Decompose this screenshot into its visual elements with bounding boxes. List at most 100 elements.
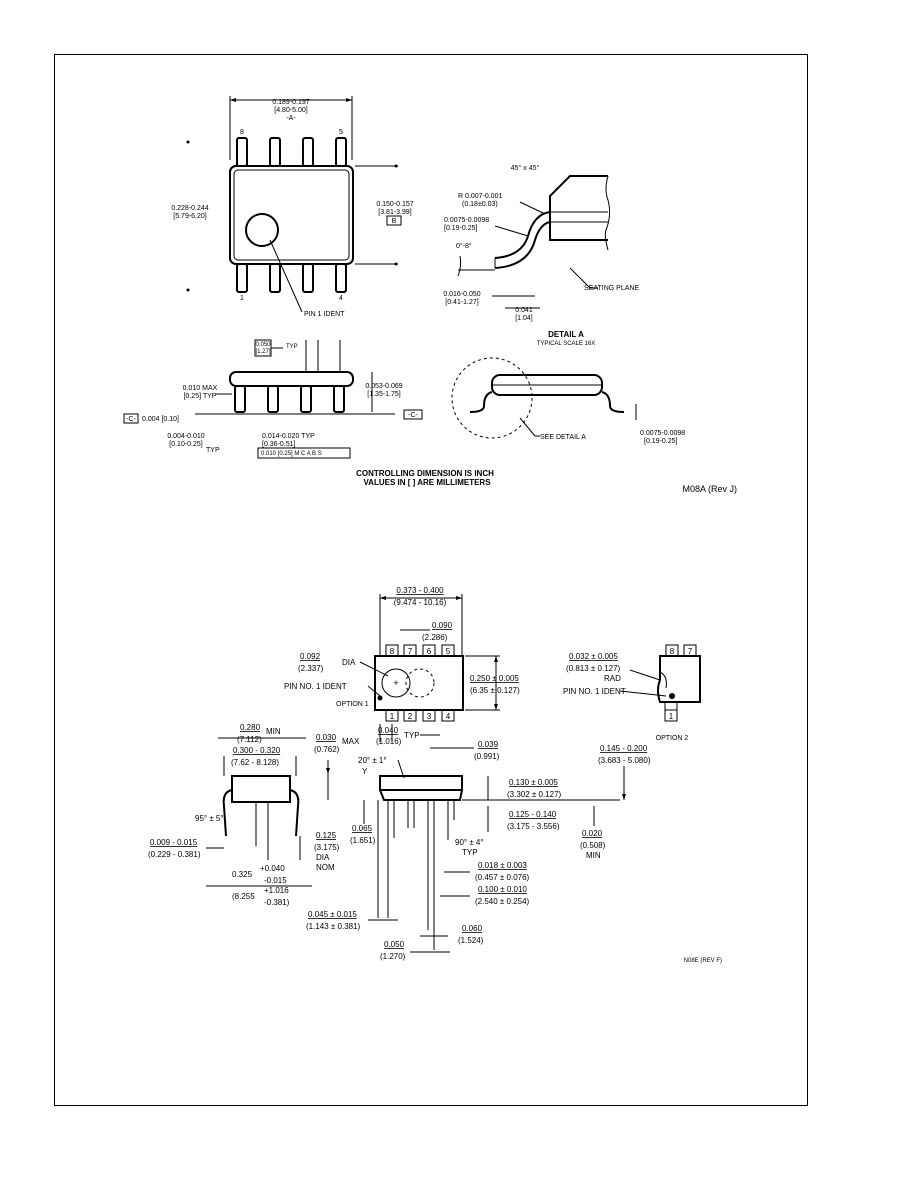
dip-span-325-mm-bot: -0.381) bbox=[264, 898, 290, 907]
side-typ: TYP bbox=[286, 344, 298, 350]
soic-detail-a: 45° x 45° R 0.007-0.001 (0.18±0.03) 0.00… bbox=[443, 164, 639, 347]
soic-datum-b: B bbox=[392, 218, 397, 225]
dip-option1: OPTION 1 bbox=[336, 701, 369, 708]
soic-left-dim: 0.228-0.244 bbox=[171, 205, 208, 212]
dip-angle-90: 90° ± 4° bbox=[455, 838, 484, 847]
dip-018-mm: (0.457 ± 0.076) bbox=[475, 873, 530, 882]
dip-end-280-mm: (7.112) bbox=[237, 735, 262, 744]
detail-thickness-dim-mm: [0.19-0.25] bbox=[444, 225, 478, 232]
dip-option2: 8 7 1 0.032 ± 0.005 (0.813 ± 0.127) RAD … bbox=[563, 644, 701, 742]
dip-050: 0.050 bbox=[384, 940, 405, 949]
dip-039-mm: (0.991) bbox=[474, 752, 500, 761]
dip-end-view: 0.280 MIN (7.112) 0.300 - 0.320 (7.62 - … bbox=[148, 723, 360, 907]
detail-thickness-dim: 0.0075-0.0098 bbox=[444, 217, 489, 224]
dip-typ: TYP bbox=[404, 731, 420, 740]
dip-side-view: 20° ± 1° Y 0.065 (1.651) 0.130 ± 0.005 (… bbox=[306, 744, 651, 961]
dip-span-325-mm: (8.255 bbox=[232, 892, 255, 901]
dip-065-mm: (1.651) bbox=[350, 836, 376, 845]
dip-lead-009-mm: (0.229 - 0.381) bbox=[148, 850, 201, 859]
dip-lead-009: 0.009 - 0.015 bbox=[150, 838, 198, 847]
dip-max-030: 0.030 bbox=[316, 733, 337, 742]
dip-039: 0.039 bbox=[478, 740, 499, 749]
note-values: VALUES IN [ ] ARE MILLIMETERS bbox=[363, 478, 491, 487]
dip-100: 0.100 ± 0.010 bbox=[478, 885, 527, 894]
side-lead-dim-mm: [0.36-0.51] bbox=[262, 441, 296, 448]
soic-pin-1: 1 bbox=[240, 295, 244, 302]
side-height-right: 0.053-0.069 bbox=[365, 383, 402, 390]
opt2-pin-7: 7 bbox=[688, 647, 693, 656]
soic-side-view: 0.050 [1.27] TYP 0.010 MAX [0.25] TYP -C… bbox=[123, 339, 423, 459]
dip-top-view: 0.373 - 0.400 (9.474 - 10.16) 0.090 (2.2… bbox=[284, 586, 520, 761]
side-pitch-box: 0.050 bbox=[255, 342, 271, 348]
end-dim: 0.0075-0.0098 bbox=[640, 430, 685, 437]
detail-subtitle: TYPICAL SCALE 16X bbox=[537, 341, 595, 347]
soic-top-view: 0.189-0.197 [4.80-5.00] -A- 8 5 1 4 0.22… bbox=[171, 96, 414, 318]
dip-top-width-mm: (9.474 - 10.16) bbox=[394, 598, 447, 607]
side-height-left-mm: [0.25] TYP bbox=[184, 393, 217, 400]
side-standoff: 0.004-0.010 bbox=[167, 433, 204, 440]
side-height-left: 0.010 MAX bbox=[183, 385, 218, 392]
dip-060-mm: (1.524) bbox=[458, 936, 484, 945]
dip-145-200: 0.145 - 0.200 bbox=[600, 744, 648, 753]
dip-130: 0.130 ± 0.005 bbox=[509, 778, 558, 787]
opt2-label: OPTION 2 bbox=[656, 735, 689, 742]
dip-height: 0.250 ± 0.005 bbox=[470, 674, 519, 683]
dip-max-030-label: MAX bbox=[342, 737, 360, 746]
dip-end-280: 0.280 bbox=[240, 723, 261, 732]
side-lead-dim: 0.014-0.020 TYP bbox=[262, 433, 315, 440]
dip-dia-092-mm: (2.337) bbox=[298, 664, 324, 673]
side-height-right-mm: [1.35-1.75] bbox=[367, 391, 401, 398]
opt2-pin-1: 1 bbox=[669, 712, 674, 721]
detail-angle: 0°-8° bbox=[456, 242, 472, 250]
dip-045: 0.045 ± 0.015 bbox=[308, 910, 357, 919]
soic-pin-4: 4 bbox=[339, 295, 343, 302]
soic-right-dim-mm: [3.81-3.99] bbox=[378, 209, 412, 216]
side-standoff-mm: [0.10-0.25] bbox=[169, 441, 203, 448]
dip-span-325: 0.325 bbox=[232, 870, 253, 879]
detail-foot-dim-mm: [0.41-1.27] bbox=[445, 299, 479, 306]
side-coplanarity: 0.004 [0.10] bbox=[142, 416, 179, 423]
soic-left-dim-mm: [5.79-6.20] bbox=[173, 213, 207, 220]
detail-radius-dim: R 0.007-0.001 bbox=[458, 193, 502, 200]
seating-plane: SEATING PLANE bbox=[584, 285, 639, 292]
dip-pin-3: 3 bbox=[427, 712, 432, 721]
side-standoff-note: TYP bbox=[206, 447, 220, 454]
opt2-pin-8: 8 bbox=[670, 647, 675, 656]
opt2-rad-label: RAD bbox=[604, 674, 621, 683]
dip-090-mm: (2.286) bbox=[422, 633, 448, 642]
soic-pin-5: 5 bbox=[339, 129, 343, 136]
dip-040: 0.040 bbox=[378, 726, 399, 735]
detail-pitch-dim-mm: [1.04] bbox=[515, 315, 533, 322]
dip-end-300: 0.300 - 0.320 bbox=[233, 746, 281, 755]
dip-span-325-top: +0.040 bbox=[260, 864, 285, 873]
opt2-rad-mm: (0.813 ± 0.127) bbox=[566, 664, 621, 673]
dip-dia-125-label1: DIA bbox=[316, 853, 330, 862]
dip-125-140-mm: (3.175 - 3.556) bbox=[507, 822, 560, 831]
dip-018: 0.018 ± 0.003 bbox=[478, 861, 527, 870]
side-pitch-box-mm: [1.27] bbox=[255, 349, 270, 355]
dip-pin-4: 4 bbox=[446, 712, 451, 721]
side-tolerance: 0.010 [0.25] M C A B S bbox=[261, 451, 322, 457]
page-border bbox=[54, 54, 808, 1106]
see-detail-a: SEE DETAIL A bbox=[540, 434, 586, 441]
soic-width-dim: 0.189-0.197 bbox=[272, 99, 309, 106]
dip-pin-8: 8 bbox=[390, 647, 395, 656]
opt2-pin-ident: PIN NO. 1 IDENT bbox=[563, 687, 626, 696]
detail-radius-dim-mm: (0.18±0.03) bbox=[462, 201, 498, 208]
detail-pitch-dim: 0.041 bbox=[515, 307, 533, 314]
dip-045-mm: (1.143 ± 0.381) bbox=[306, 922, 361, 931]
dip-040-mm: (1.016) bbox=[376, 737, 402, 746]
dip-145-200-mm: (3.683 - 5.080) bbox=[598, 756, 651, 765]
side-datum-c: -C- bbox=[408, 412, 418, 419]
dip-angle-95: 95° ± 5° bbox=[195, 814, 224, 823]
dip-pin-5: 5 bbox=[446, 647, 451, 656]
dip-code: N08E (REV F) bbox=[684, 958, 722, 964]
dip-height-mm: (6.35 ± 0.127) bbox=[470, 686, 520, 695]
dip-020: 0.020 bbox=[582, 829, 603, 838]
dip-060: 0.060 bbox=[462, 924, 483, 933]
opt2-rad: 0.032 ± 0.005 bbox=[569, 652, 618, 661]
dip-end-300-mm: (7.62 - 8.128) bbox=[231, 758, 279, 767]
dip-pin-2: 2 bbox=[408, 712, 413, 721]
detail-angle-top: 45° x 45° bbox=[511, 164, 540, 172]
